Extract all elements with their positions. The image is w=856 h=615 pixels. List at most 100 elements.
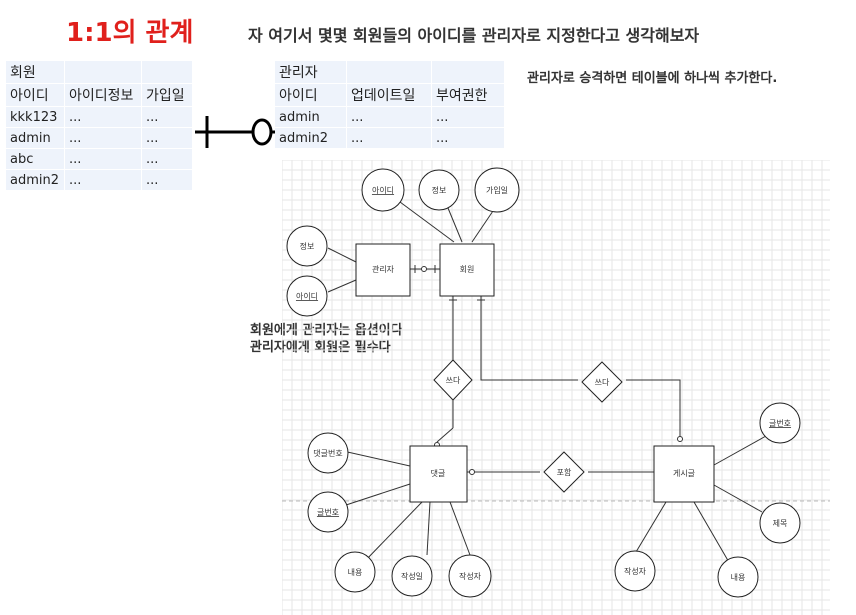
table-name: 회원 — [5, 60, 65, 84]
attr-member-info — [418, 169, 460, 211]
column-header: 아이디 — [5, 83, 65, 107]
cell: ... — [141, 127, 193, 149]
connector — [399, 201, 455, 243]
attribute-label: 작성자 — [459, 571, 482, 581]
connector — [449, 501, 471, 556]
entity-comment — [409, 445, 468, 503]
cardinality-marks — [414, 265, 683, 475]
key-attribute-label: 글번호 — [317, 508, 339, 517]
attr-admin-info — [286, 225, 328, 267]
note-top: 관리자로 승격하면 테이블에 하나씩 추가한다. — [527, 71, 778, 86]
attr-post-title — [759, 502, 801, 544]
cell: ... — [64, 148, 142, 170]
cell: ... — [141, 106, 193, 128]
attr-comment-date — [391, 555, 433, 597]
table-row: abc ... ... — [5, 148, 193, 170]
relation-write-1 — [433, 359, 473, 401]
table-name: 관리자 — [274, 60, 347, 84]
connector — [713, 435, 767, 466]
cell: ... — [64, 169, 142, 191]
optional-mark — [469, 469, 475, 475]
cell: ... — [431, 106, 505, 128]
table-name-row: 회원 — [5, 60, 193, 84]
entity-label: 게시글 — [673, 468, 695, 478]
note-mid-line-2: 관리자에게 회원은 필수다 — [250, 340, 391, 355]
connector — [327, 247, 357, 263]
column-header: 아이디 — [274, 83, 347, 107]
attr-post-writer — [614, 550, 656, 592]
table-row: admin2 ... ... — [5, 169, 193, 191]
column-header: 업데이트일 — [346, 83, 432, 107]
headline: 자 여기서 몇몇 회원들의 아이디를 관리자로 지정한다고 생각해보자 — [248, 26, 700, 45]
cell: admin — [274, 106, 347, 128]
connector — [713, 484, 763, 513]
column-header: 아이디정보 — [64, 83, 142, 107]
attribute-label: 작성일 — [401, 571, 423, 581]
attribute-ellipses — [286, 167, 801, 598]
cell: kkk123 — [5, 106, 65, 128]
cell: admin — [5, 127, 65, 149]
erd-connectors — [327, 201, 767, 565]
attribute-label: 내용 — [731, 573, 746, 582]
connector — [635, 501, 667, 553]
attr-comment-no — [307, 432, 349, 474]
entity-admin — [355, 243, 411, 297]
cell: ... — [141, 148, 193, 170]
cell: ... — [141, 169, 193, 191]
attr-post-no — [759, 402, 801, 444]
member-table: 회원 아이디 아이디정보 가입일 kkk123 ... ... admin ..… — [5, 60, 193, 191]
table-name-row: 관리자 — [274, 60, 505, 84]
attr-member-join — [474, 167, 520, 213]
erd-labels: 관리자 회원 댓글 게시글 쓰다 쓰다 포함 정보 아이디 아이디 정보 가입일… — [296, 185, 791, 582]
relation-label: 쓰다 — [595, 378, 610, 387]
cell: ... — [346, 106, 432, 128]
table-row: admin ... ... — [274, 106, 505, 128]
table-header-row: 아이디 업데이트일 부여권한 — [274, 83, 505, 107]
entity-label: 댓글 — [431, 468, 446, 478]
entity-member — [439, 243, 495, 297]
attribute-label: 작성자 — [624, 566, 647, 576]
attr-comment-post-no — [307, 491, 349, 533]
attribute-label: 정보 — [432, 185, 447, 195]
connector — [626, 379, 681, 442]
attr-comment-writer — [448, 554, 492, 598]
table-header-row: 아이디 아이디정보 가입일 — [5, 83, 193, 107]
optional-circle-mark — [251, 118, 273, 146]
relation-label: 쓰다 — [446, 376, 461, 385]
attr-admin-id — [286, 275, 328, 317]
attribute-label: 제목 — [773, 519, 788, 528]
cell: admin2 — [274, 127, 347, 149]
column-header: 가입일 — [141, 83, 193, 107]
connector — [342, 483, 411, 507]
attr-comment-content — [334, 551, 376, 593]
cell: admin2 — [5, 169, 65, 191]
attribute-label: 정보 — [300, 241, 315, 251]
cell: abc — [5, 148, 65, 170]
cell: ... — [64, 106, 142, 128]
entity-label: 관리자 — [372, 264, 395, 274]
attribute-label: 댓글번호 — [313, 448, 342, 458]
attr-post-content — [717, 556, 759, 598]
connector — [363, 501, 423, 563]
one-to-optional-one-relation-symbol — [195, 116, 275, 148]
admin-table: 관리자 아이디 업데이트일 부여권한 admin ... ... admin2 … — [274, 60, 505, 149]
connector — [693, 501, 731, 565]
attribute-label: 가입일 — [486, 186, 508, 195]
entity-post — [653, 445, 715, 503]
column-header: 부여권한 — [431, 83, 505, 107]
key-attribute-label: 아이디 — [296, 291, 318, 301]
relation-include — [543, 451, 585, 493]
connector — [480, 296, 578, 381]
table-row: admin2 ... ... — [274, 127, 505, 149]
connector — [436, 427, 454, 443]
relation-label: 포함 — [557, 468, 572, 477]
connector — [447, 207, 463, 243]
connector — [342, 450, 411, 467]
table-row: kkk123 ... ... — [5, 106, 193, 128]
optional-mark — [677, 436, 683, 442]
connector — [426, 501, 431, 556]
key-attribute-label: 글번호 — [769, 419, 791, 428]
table-row: admin ... ... — [5, 127, 193, 149]
attribute-label: 내용 — [348, 568, 363, 577]
diagram-grid — [282, 160, 830, 615]
